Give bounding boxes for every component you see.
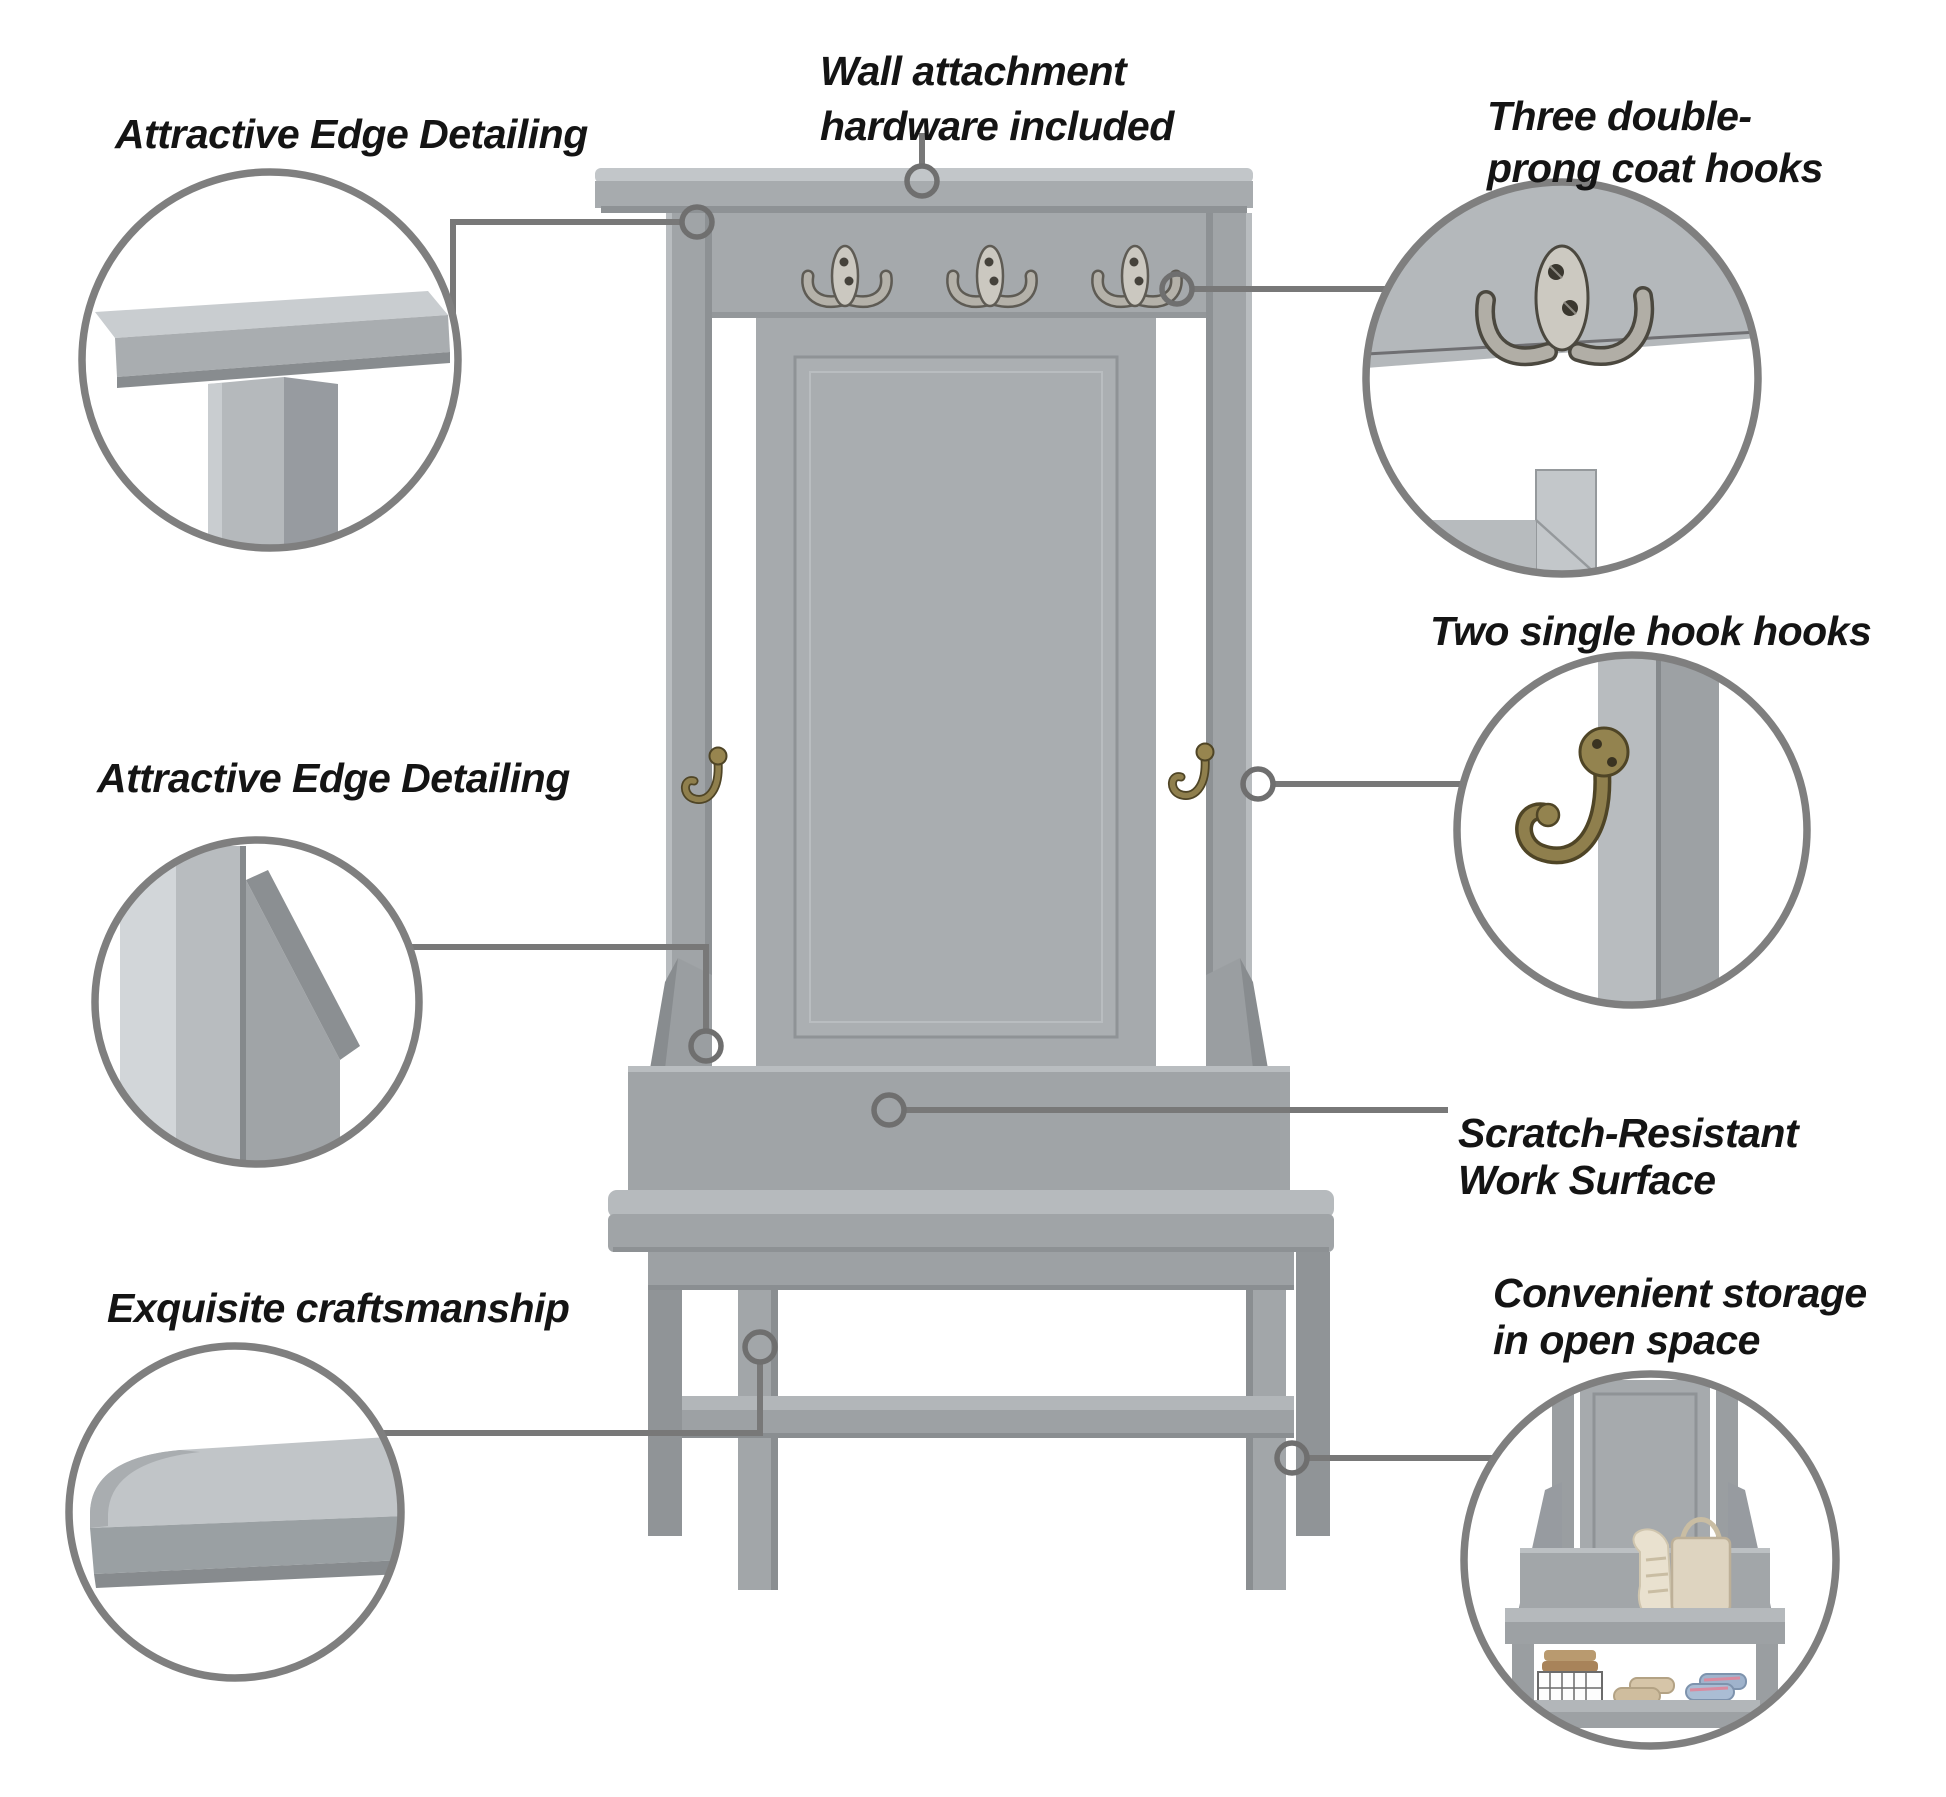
marker-ring-icon — [904, 163, 940, 199]
callout-circle-double-hook — [1362, 178, 1762, 578]
marker-ring-icon — [1274, 1440, 1310, 1476]
marker-ring-icon — [679, 204, 715, 240]
lower-shelf — [682, 1396, 1294, 1438]
label-craftsmanship: Exquisite craftsmanship — [107, 1285, 569, 1331]
bench-backrest — [628, 1066, 1290, 1196]
label-double-prong-line1: Three double- — [1487, 93, 1752, 139]
callout-circle-edge-top — [78, 168, 462, 552]
bench-seat — [608, 1190, 1334, 1252]
connector-rings — [679, 163, 1310, 1476]
marker-ring-icon — [1159, 271, 1195, 307]
connectors — [381, 133, 1496, 1461]
single-hook-icon — [681, 746, 728, 804]
callout-circle-storage — [1460, 1370, 1840, 1750]
scarf-icon — [1632, 1528, 1674, 1621]
callout-circle-edge-middle — [91, 836, 423, 1168]
marker-ring-icon — [688, 1028, 724, 1064]
bench-apron — [648, 1252, 1294, 1290]
hall-tree-illustration — [595, 168, 1334, 1590]
label-work-surface-line2: Work Surface — [1458, 1157, 1716, 1203]
marker-ring-icon — [871, 1092, 907, 1128]
label-double-prong-line2: prong coat hooks — [1486, 145, 1823, 191]
label-work-surface-line1: Scratch-Resistant — [1458, 1110, 1801, 1156]
label-wall-attachment-line1: Wall attachment — [820, 48, 1129, 94]
marker-ring-icon — [742, 1329, 778, 1365]
marker-ring-icon — [1240, 766, 1276, 802]
callout-circle-single-hook — [1453, 651, 1811, 1009]
label-storage-line1: Convenient storage — [1493, 1270, 1867, 1316]
double-prong-hook-icon — [1091, 244, 1183, 308]
label-wall-attachment-line2: hardware included — [820, 103, 1175, 149]
label-edge-detailing-top: Attractive Edge Detailing — [114, 111, 588, 157]
single-hook-icon — [1168, 742, 1215, 800]
callout-circle-craftsmanship — [65, 1342, 405, 1682]
connector-top-left — [450, 219, 681, 320]
label-edge-detailing-middle: Attractive Edge Detailing — [96, 755, 570, 801]
towel-basket-icon — [1537, 1650, 1603, 1705]
double-prong-hook-icon — [801, 244, 893, 308]
label-single-hooks: Two single hook hooks — [1430, 608, 1871, 654]
labels: Attractive Edge Detailing Wall attachmen… — [96, 48, 1872, 1363]
label-storage-line2: in open space — [1493, 1317, 1760, 1363]
connector-bottom-left — [381, 1362, 763, 1436]
connector-middle-left — [409, 944, 709, 1031]
center-panel — [756, 318, 1156, 1076]
double-prong-hook-icon — [946, 244, 1038, 308]
